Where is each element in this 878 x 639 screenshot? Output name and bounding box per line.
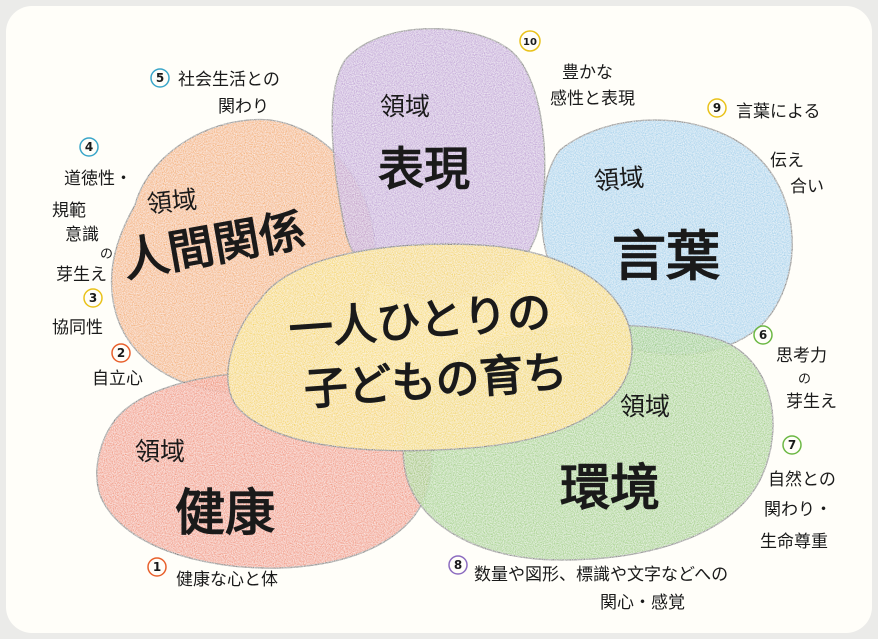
annotation-9: 9 言葉による 伝え 合い (707, 98, 824, 197)
annotation-number: 5 (156, 71, 164, 85)
annotation-number: 10 (523, 37, 537, 48)
annotation-line: 道徳性・ (64, 169, 132, 189)
human-relations-domain-word: 領域 (146, 185, 199, 219)
annotation-line: の (798, 372, 811, 387)
annotation-number: 7 (788, 438, 796, 452)
number-badge-icon (782, 435, 802, 455)
annotation-line: 数量や図形、標識や文字などへの (474, 565, 728, 585)
health-label: 健康 (175, 484, 275, 542)
language-domain-word: 領域 (593, 163, 645, 196)
annotation-line: 合い (790, 177, 824, 197)
annotation-number: 4 (85, 140, 93, 154)
annotation-number: 2 (117, 346, 125, 360)
expression-domain-word: 領域 (380, 92, 430, 121)
annotation-line: 豊かな (562, 63, 613, 83)
annotation-number: 6 (759, 328, 767, 342)
number-badge-icon (83, 288, 103, 308)
number-badge-icon (79, 137, 99, 157)
number-badge-icon (707, 98, 727, 118)
number-badge-icon (753, 325, 773, 345)
annotation-line: 芽生え (56, 265, 107, 285)
annotation-line: 関心・感覚 (600, 593, 685, 613)
annotation-line: 感性と表現 (550, 89, 635, 109)
annotation-7: 7 自然との 関わり・ 生命尊重 (760, 435, 836, 552)
annotation-line: 芽生え (786, 392, 837, 412)
annotation-number: 8 (454, 558, 462, 572)
annotation-line: 健康な心と体 (176, 570, 278, 590)
annotation-line: 思考力 (776, 346, 827, 366)
number-badge-icon (147, 557, 167, 577)
annotation-line: 自立心 (92, 369, 143, 389)
center-blob-shape (227, 243, 633, 452)
annotation-line: 自然との (768, 470, 836, 490)
annotation-line: 生命尊重 (760, 532, 828, 552)
expression-label: 表現 (378, 142, 470, 196)
annotation-number: 9 (713, 101, 721, 115)
annotation-line: 言葉による (736, 102, 821, 122)
annotation-number: 1 (153, 560, 161, 574)
number-badge-icon (519, 30, 541, 52)
annotation-line: の (100, 247, 113, 262)
number-badge-icon (150, 68, 170, 88)
number-badge-icon (111, 343, 131, 363)
annotation-8: 8 数量や図形、標識や文字などへの 関心・感覚 (448, 555, 728, 613)
annotation-line: 関わり・ (764, 500, 832, 520)
annotation-2: 2 自立心 (92, 343, 143, 389)
annotation-line: 伝え (770, 151, 804, 171)
annotation-3: 3 協同性 (52, 288, 103, 338)
annotation-line: 意識 (65, 225, 99, 245)
health-domain-word: 領域 (135, 437, 185, 466)
annotation-6: 6 思考力 の 芽生え (753, 325, 837, 412)
annotation-5: 5 社会生活との 関わり (150, 68, 280, 117)
annotation-4: 4 道徳性・ 規範 意識 の 芽生え (52, 137, 132, 285)
annotation-line: 社会生活との (178, 70, 280, 90)
annotation-line: 規範 (52, 201, 86, 221)
number-badge-icon (448, 555, 468, 575)
annotation-number: 3 (89, 291, 97, 305)
annotation-line: 関わり (218, 97, 269, 117)
annotation-10: 10 豊かな 感性と表現 (519, 30, 635, 109)
environment-label: 環境 (560, 459, 660, 517)
environment-domain-word: 領域 (620, 392, 670, 421)
annotation-1: 1 健康な心と体 (147, 557, 278, 590)
annotation-line: 協同性 (52, 318, 103, 338)
language-label: 言葉 (612, 225, 721, 288)
